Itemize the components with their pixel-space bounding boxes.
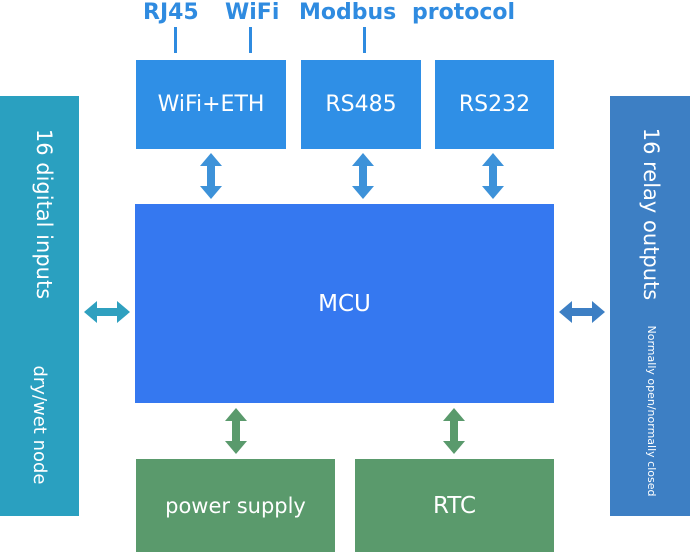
- mcu-relays-arrow: [559, 301, 605, 323]
- rj45-connector-line: [174, 27, 177, 53]
- digital-inputs-panel: [0, 96, 79, 516]
- wifi-connector-line: [249, 27, 252, 53]
- rtc-module: RTC: [355, 459, 554, 552]
- wifi-eth-label: WiFi+ETH: [157, 92, 265, 117]
- relay-outputs-panel: [610, 96, 690, 516]
- power-supply-module: power supply: [136, 459, 335, 552]
- wifi-eth-mcu-arrow: [200, 153, 222, 199]
- power-supply-label: power supply: [165, 493, 306, 518]
- mcu-block: MCU: [135, 204, 554, 403]
- mcu-label: MCU: [318, 290, 371, 317]
- modbus-connector-line: [363, 27, 366, 53]
- rs485-label: RS485: [325, 92, 397, 117]
- protocol-label: protocol: [412, 0, 516, 25]
- wifi-eth-module: WiFi+ETH: [136, 60, 286, 149]
- rtc-label: RTC: [432, 492, 477, 519]
- mcu-rtc-arrow: [443, 408, 465, 454]
- mcu-power-arrow: [225, 408, 247, 454]
- modbus-label: Modbus: [299, 0, 397, 25]
- rs485-module: RS485: [301, 60, 421, 149]
- rs232-mcu-arrow: [482, 153, 504, 199]
- rs232-label: RS232: [458, 92, 531, 117]
- inputs-mcu-arrow: [84, 301, 130, 323]
- wifi-label: WiFi: [225, 0, 280, 25]
- rj45-label: RJ45: [143, 0, 199, 25]
- rs485-mcu-arrow: [352, 153, 374, 199]
- rs232-module: RS232: [435, 60, 554, 149]
